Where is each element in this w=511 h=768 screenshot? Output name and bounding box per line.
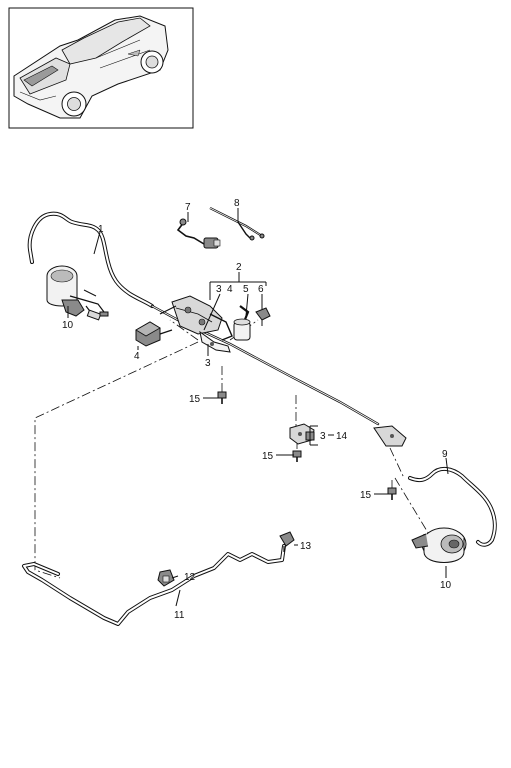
- carbon-canister-10a: [46, 265, 109, 321]
- bolt-part-15b: [292, 450, 302, 462]
- callout-2: 2: [236, 262, 242, 273]
- hose-part-1: [27, 211, 154, 308]
- cable-tie-part-8: [209, 207, 265, 241]
- callout-4-solenoid: 4: [134, 351, 140, 362]
- callout-15-left: 15: [189, 394, 201, 405]
- callout-14: 14: [336, 431, 348, 442]
- callout-4-valve: 4: [227, 284, 233, 295]
- valve-part-5: [233, 305, 251, 341]
- car-illustration: [13, 15, 169, 119]
- hose-part-9: [408, 467, 497, 547]
- main-line: [150, 304, 380, 426]
- callout-10-lower: 10: [440, 580, 452, 591]
- solenoid-part-4: [135, 321, 173, 347]
- callouts: 1 2 3 4 5 6 7 8 10 4 3 15 14 3 15 9 15 1…: [62, 198, 452, 621]
- leader-lines: [67, 208, 449, 607]
- callout-15-right: 15: [360, 490, 372, 501]
- connector-part-13: [279, 531, 295, 552]
- clip-part-6: [255, 307, 271, 326]
- callout-10-upper: 10: [62, 320, 74, 331]
- callout-15-mid: 15: [262, 451, 274, 462]
- bolt-part-15a: [217, 391, 227, 404]
- carbon-canister-10b: [411, 527, 467, 563]
- callout-5: 5: [243, 284, 249, 295]
- callout-3-bracket: 3: [320, 431, 326, 442]
- callout-8: 8: [234, 198, 240, 209]
- callout-3-lower: 3: [205, 358, 211, 369]
- callout-3-valve: 3: [216, 284, 222, 295]
- vehicle-thumbnail: [8, 7, 194, 129]
- callout-12: 12: [184, 572, 196, 583]
- end-bracket: [373, 425, 407, 447]
- callout-13: 13: [300, 541, 312, 552]
- callout-11: 11: [174, 610, 185, 621]
- valve-assembly-3: [159, 295, 233, 353]
- callout-6: 6: [258, 284, 264, 295]
- connector-part-7: [176, 218, 221, 249]
- callout-9: 9: [442, 449, 448, 460]
- bolt-part-15c: [387, 487, 397, 500]
- connection-lines: [34, 319, 431, 579]
- pipe-part-11: [22, 544, 286, 626]
- callout-1: 1: [98, 224, 104, 235]
- clip-part-12: [157, 569, 175, 587]
- callout-7: 7: [185, 202, 191, 213]
